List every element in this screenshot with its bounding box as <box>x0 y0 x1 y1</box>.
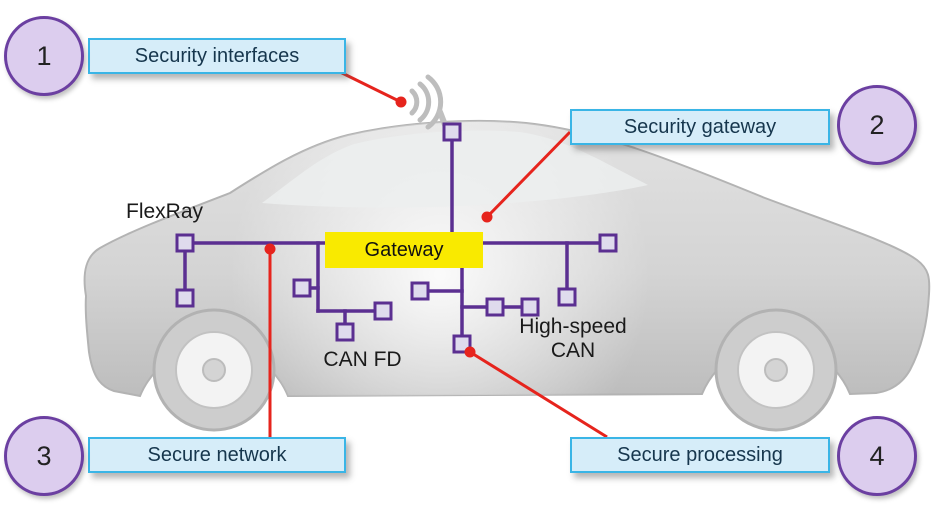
pointer-line-secure-processing <box>469 350 608 439</box>
callout-box-security-interfaces: Security interfaces <box>88 38 346 74</box>
gateway-box: Gateway <box>325 232 483 268</box>
pointer-line-security-interfaces <box>335 68 402 104</box>
can-fd-label: CAN FD <box>323 348 402 371</box>
callout-label-security-interfaces: Security interfaces <box>134 44 300 67</box>
pointer-dots <box>264 96 493 358</box>
network-node <box>175 288 195 308</box>
callout-circle-3: 3 <box>4 416 84 496</box>
front-wheel <box>152 308 276 432</box>
network-node-antenna <box>442 122 462 142</box>
network-node <box>520 297 540 317</box>
callout-circle-2: 2 <box>837 85 917 165</box>
network-node <box>452 334 472 354</box>
network-node <box>598 233 618 253</box>
callout-number-4: 4 <box>869 440 885 471</box>
rear-wheel-hub <box>764 358 788 382</box>
callout-box-secure-processing: Secure processing <box>570 437 830 473</box>
pointer-dot-security-gateway <box>481 211 493 223</box>
gateway-label: Gateway <box>364 238 444 261</box>
wifi-arc-small <box>409 88 420 116</box>
flexray-label: FlexRay <box>126 200 204 223</box>
rear-wheel <box>714 308 838 432</box>
network-node <box>485 297 505 317</box>
network-node <box>410 281 430 301</box>
callout-number-1: 1 <box>36 40 52 71</box>
network-node <box>557 287 577 307</box>
callout-label-secure-processing: Secure processing <box>617 443 783 466</box>
pointer-dot-secure-network <box>264 243 276 255</box>
pointer-dot-security-interfaces <box>395 96 407 108</box>
network-node <box>335 322 355 342</box>
callout-box-security-gateway: Security gateway <box>570 109 830 145</box>
pointer-lines <box>268 68 608 439</box>
callout-box-secure-network: Secure network <box>88 437 346 473</box>
network-node <box>175 233 195 253</box>
front-wheel-hub <box>202 358 226 382</box>
high-speed-can-label: High-speed CAN <box>503 315 643 363</box>
high-speed-can-label-line2: CAN <box>550 339 596 363</box>
network-nodes <box>175 122 618 354</box>
callout-label-secure-network: Secure network <box>147 443 287 466</box>
pointer-dot-secure-processing <box>464 346 476 358</box>
network-node <box>373 301 393 321</box>
callout-circle-1: 1 <box>4 16 84 96</box>
network-node <box>292 278 312 298</box>
wifi-arc-medium <box>417 81 432 123</box>
wifi-arc-large <box>425 74 444 130</box>
wifi-signal-icon <box>409 74 450 133</box>
high-speed-can-label-line1: High-speed <box>519 315 627 338</box>
callout-circle-4: 4 <box>837 416 917 496</box>
callout-label-security-gateway: Security gateway <box>623 115 777 138</box>
callout-number-3: 3 <box>36 440 52 471</box>
callout-number-2: 2 <box>869 109 885 140</box>
pointer-line-security-gateway <box>485 130 572 219</box>
